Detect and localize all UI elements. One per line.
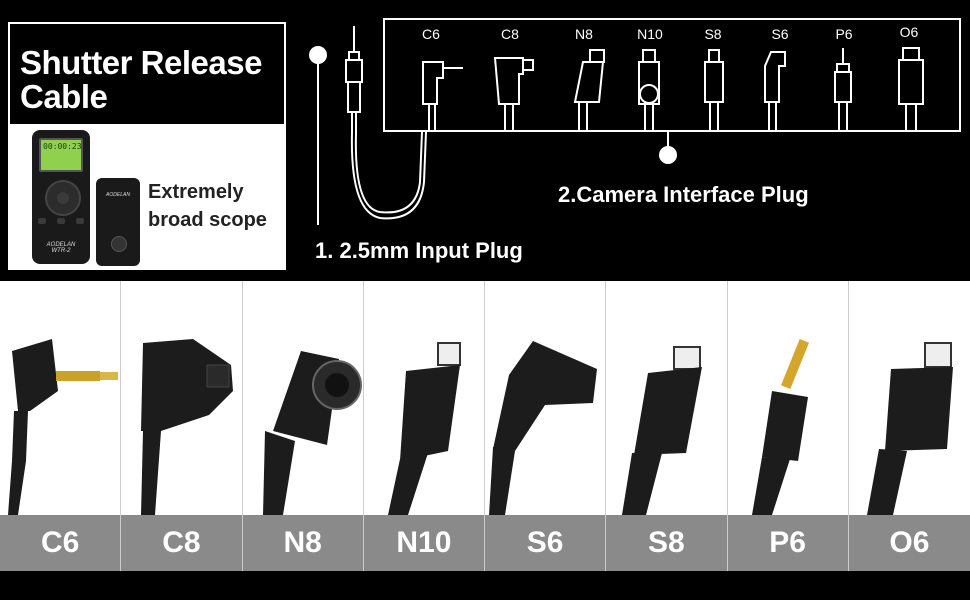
strip-label-n10: N10 [363, 515, 484, 571]
input-cable-diagram [345, 26, 427, 220]
connector-photo-strip: C6 C8 N8 N10 S6 [0, 281, 970, 571]
o6-connector-icon [866, 342, 953, 515]
connector-cell-s6: S6 [485, 281, 607, 571]
plug-label-n10: N10 [637, 26, 663, 42]
n8-plug-outline-icon [573, 49, 605, 132]
input-plug-marker-dot [309, 46, 327, 64]
c8-plug-outline-icon [493, 57, 534, 132]
receiver-brand: AODELAN [106, 192, 130, 198]
camera-plugs-outline-icons [422, 47, 924, 132]
n10-connector-icon [387, 342, 461, 515]
plug-label-s6: S6 [771, 26, 789, 42]
receiver-button [111, 236, 127, 252]
s6-connector-icon [489, 341, 597, 515]
plug-label-c6: C6 [422, 26, 440, 42]
c6-connector-icon [8, 339, 118, 515]
scope-line-1: Extremely [148, 181, 244, 203]
plug-label-p6: P6 [835, 26, 853, 42]
s8-connector-icon [622, 346, 703, 515]
connector-cell-s8: S8 [606, 281, 728, 571]
connector-cell-p6: P6 [727, 281, 849, 571]
connector-cell-n10: N10 [363, 281, 485, 571]
plug-label-c8: C8 [501, 26, 519, 42]
connector-cell-o6: O6 [848, 281, 970, 571]
scope-text: Extremely broad scope [148, 178, 267, 234]
strip-label-o6: O6 [848, 515, 970, 571]
camera-plugs-frame [383, 18, 961, 132]
plug-label-o6: O6 [899, 24, 919, 40]
connector-cell-n8: N8 [242, 281, 364, 571]
s8-plug-outline-icon [704, 49, 724, 132]
s6-plug-outline-icon [764, 51, 786, 132]
strip-label-p6: P6 [727, 515, 848, 571]
connector-cell-c8: C8 [121, 281, 243, 571]
plug-label-n8: N8 [575, 26, 593, 42]
product-title: Shutter Release Cable [20, 46, 262, 114]
n8-connector-icon [262, 351, 362, 515]
plug-label-s8: S8 [704, 26, 722, 42]
receiver-remote-image: AODELAN [96, 178, 140, 266]
c6-plug-outline-icon [422, 61, 463, 132]
o6-plug-outline-icon [898, 47, 924, 132]
title-box: Shutter Release Cable [8, 22, 286, 126]
input-plug-caption: 1. 2.5mm Input Plug [315, 238, 523, 263]
strip-label-c8: C8 [121, 515, 242, 571]
strip-label-s6: S6 [485, 515, 606, 571]
interface-plug-leader-line [667, 132, 669, 148]
input-plug-leader-line [317, 60, 319, 225]
remote-buttons [38, 218, 84, 224]
remote-dpad [45, 180, 81, 216]
strip-label-s8: S8 [606, 515, 727, 571]
remote-lcd-screen: 00:00:23 [39, 138, 83, 172]
connector-cell-c6: C6 [0, 281, 122, 571]
c8-connector-icon [141, 339, 234, 515]
title-line-2: Cable [20, 78, 108, 115]
strip-label-n8: N8 [242, 515, 363, 571]
p6-plug-outline-icon [834, 48, 852, 132]
scope-line-2: broad scope [148, 209, 267, 231]
interface-plug-caption: 2.Camera Interface Plug [558, 182, 809, 207]
n10-plug-outline-icon [638, 49, 660, 132]
title-line-1: Shutter Release [20, 44, 262, 81]
interface-plug-marker-dot [659, 146, 677, 164]
bottom-bar [0, 571, 970, 600]
p6-connector-icon [751, 338, 809, 515]
strip-label-c6: C6 [0, 515, 121, 571]
